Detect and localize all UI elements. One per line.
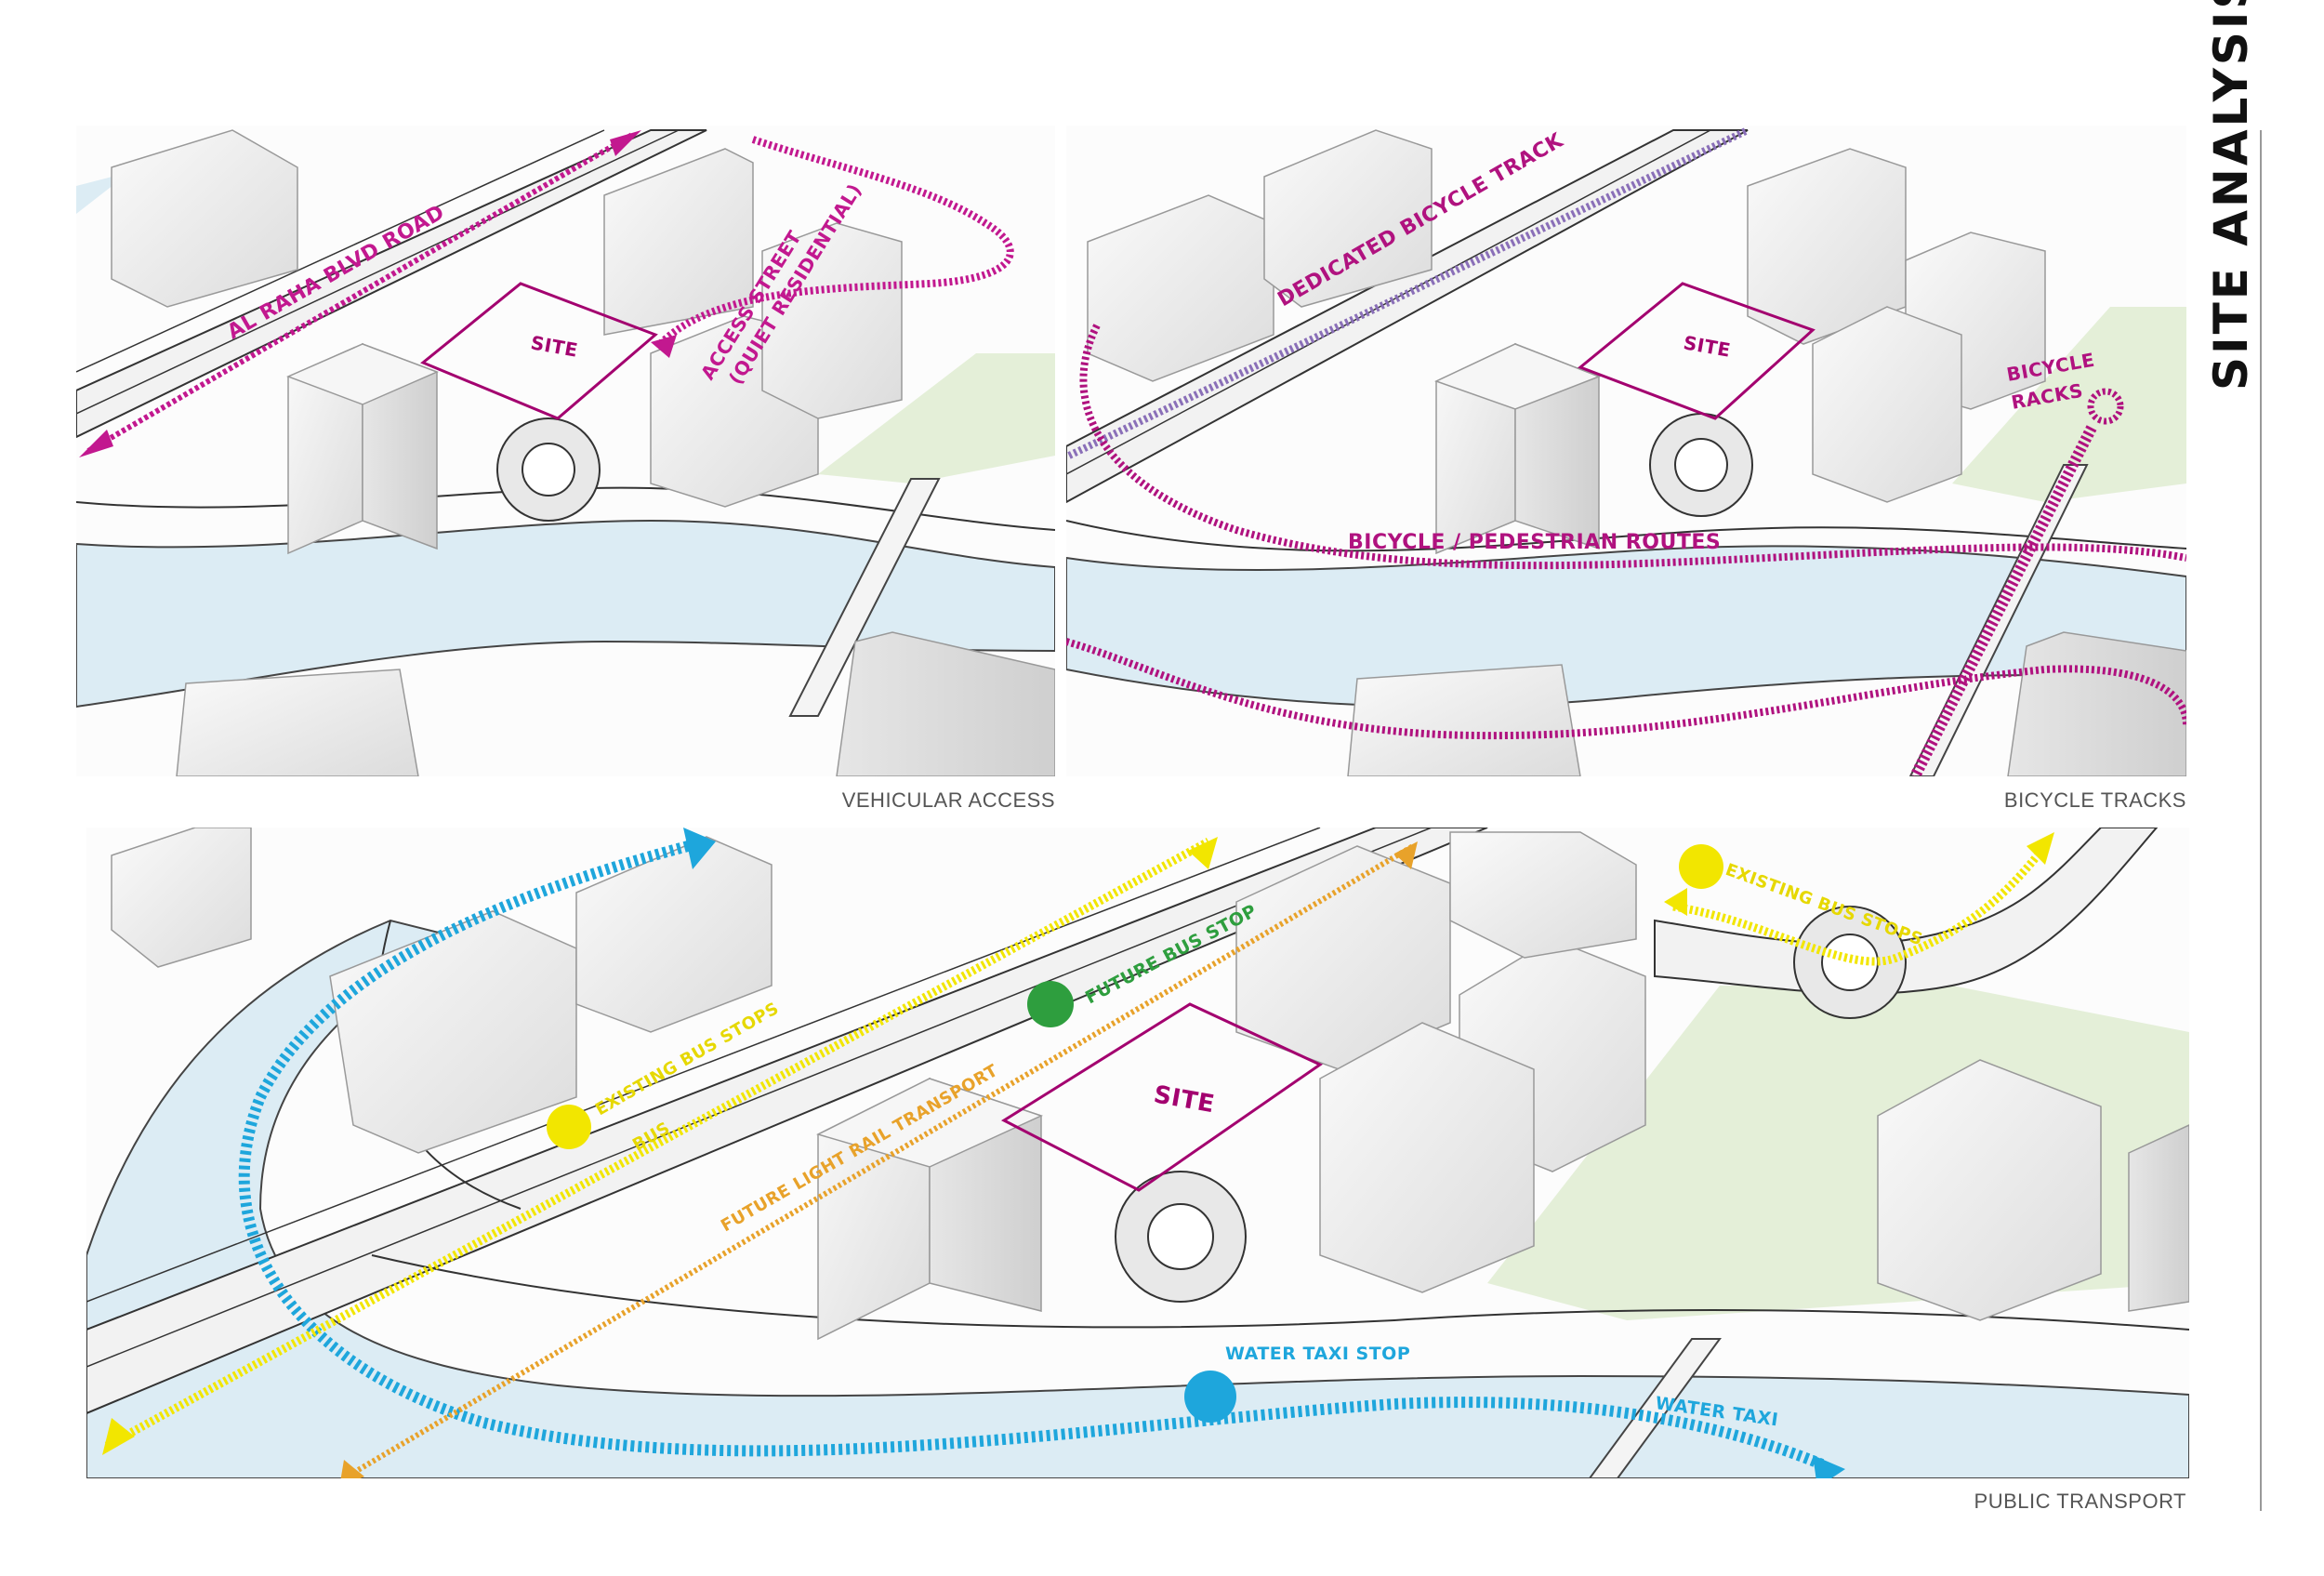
caption-vehicular-access: VEHICULAR ACCESS <box>842 788 1055 812</box>
panel-public-transport: EXISTING BUS STOPS FUTURE BUS STOP SITE … <box>86 828 2189 1478</box>
water-taxi-stop-label: WATER TAXI STOP <box>1225 1344 1410 1364</box>
water-taxi-stop-marker <box>1184 1371 1236 1423</box>
panel-vehicular-access: AL RAHA BLVD ROAD SITE ACCESS STREET (QU… <box>76 126 1055 776</box>
water-taxi-route <box>238 828 1845 1478</box>
bus-route <box>102 837 1218 1455</box>
boulevard-road <box>1066 129 1749 504</box>
building <box>1235 845 1451 1070</box>
building <box>1812 306 1962 503</box>
building <box>836 631 1055 776</box>
building <box>1877 1059 2102 1321</box>
building <box>603 148 754 336</box>
river <box>76 519 1055 709</box>
footbridge <box>788 478 941 717</box>
bicycle-routes-label: BICYCLE / PEDESTRIAN ROUTES <box>1348 531 1721 554</box>
future-bus-stop-marker <box>1027 981 1074 1027</box>
boulevard-road <box>76 129 707 439</box>
building <box>575 836 772 1033</box>
dedicated-bicycle-track <box>1067 126 1750 459</box>
building <box>111 828 252 968</box>
building <box>111 129 298 308</box>
bicycle-pedestrian-route-upper <box>1079 324 2186 570</box>
vehicular-road-arrow <box>79 130 641 457</box>
bus-route-side <box>1664 832 2054 966</box>
building <box>286 342 439 555</box>
river <box>86 919 2189 1478</box>
building <box>2007 631 2186 776</box>
sheet-title: SITE ANALYSIS <box>2204 0 2258 391</box>
building <box>1347 664 1581 776</box>
site-outline <box>1578 282 1816 420</box>
building <box>761 222 903 419</box>
building <box>1449 831 1637 959</box>
building <box>329 910 577 1154</box>
site-outline <box>420 282 658 420</box>
light-rail-route <box>340 841 1418 1478</box>
building <box>1319 1022 1535 1293</box>
green-space <box>818 353 1055 483</box>
panel-bicycle-tracks: DEDICATED BICYCLE TRACK SITE BICYCLE RAC… <box>1066 126 2186 776</box>
building <box>815 1077 1044 1341</box>
existing-bus-stop-marker <box>547 1105 591 1149</box>
building <box>2128 1124 2189 1312</box>
bicycle-pedestrian-route-lower <box>1066 638 2186 740</box>
building <box>176 669 419 776</box>
building <box>1434 342 1602 555</box>
green-space <box>1952 307 2186 502</box>
footbridge <box>1588 1338 1722 1478</box>
caption-public-transport: PUBLIC TRANSPORT <box>1974 1490 2186 1513</box>
building <box>1263 129 1433 308</box>
existing-bus-stop-marker <box>1679 844 1723 889</box>
site-outline <box>1000 1002 1324 1192</box>
access-street-arrow <box>651 136 1014 358</box>
bridge-bicycle-route <box>1909 425 2097 776</box>
caption-bicycle-tracks: BICYCLE TRACKS <box>2004 788 2186 812</box>
bicycle-racks-marker <box>2087 388 2124 425</box>
